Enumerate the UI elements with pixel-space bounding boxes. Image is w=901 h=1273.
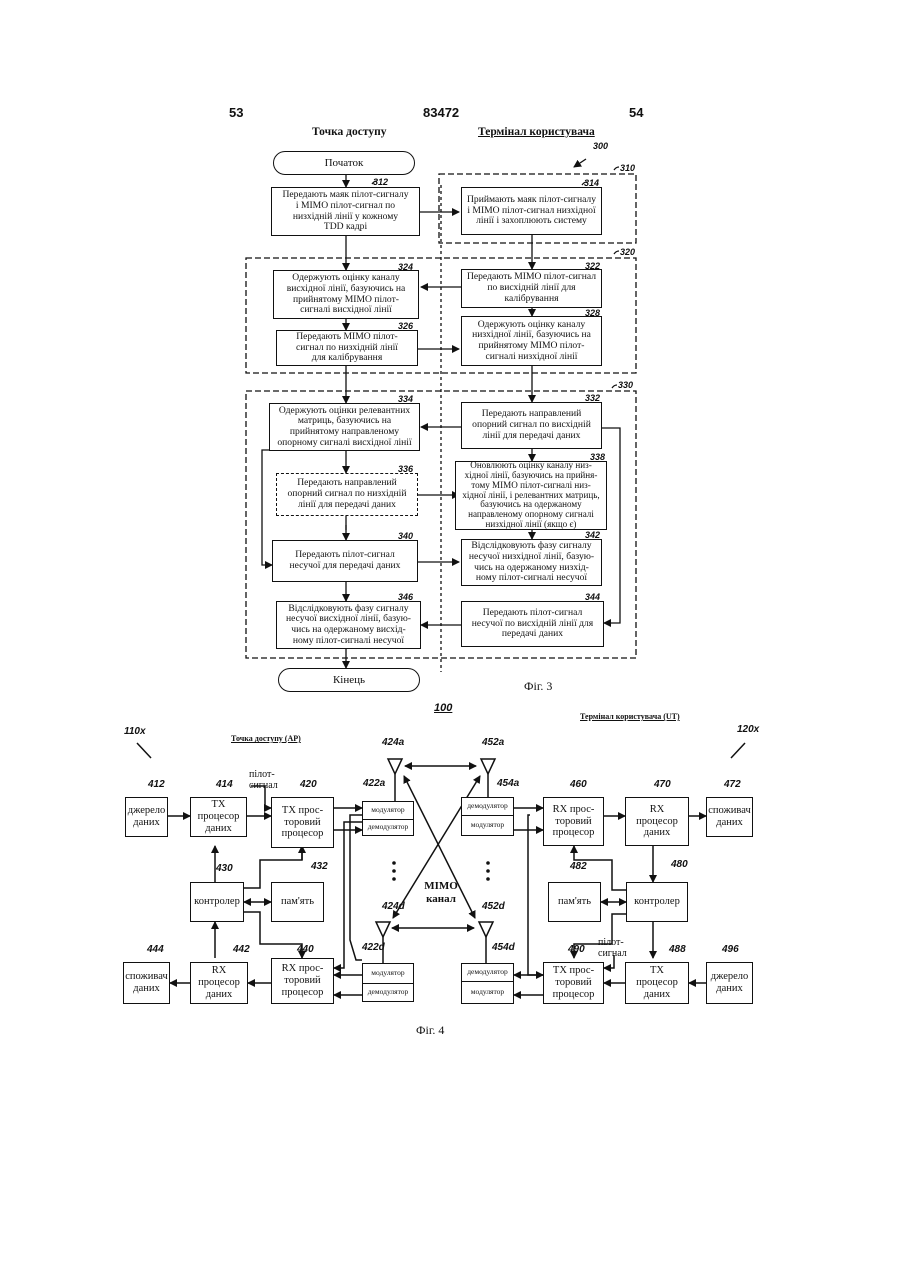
ref-320: 320 [620, 248, 635, 257]
ref-326: 326 [398, 322, 413, 331]
box-472-data-sink: споживач даних [706, 797, 753, 837]
ref-444: 444 [147, 945, 164, 955]
u422a-demodulator: демодулятор [362, 819, 414, 836]
ref-454d: 454d [492, 943, 515, 953]
u454d-demodulator: демодулятор [461, 963, 514, 982]
u454a-modulator: модулятор [461, 815, 514, 836]
u422d-demodulator: демодулятор [362, 983, 414, 1002]
box-440-rx-spatial-processor: RX прос- торовий процесор [271, 958, 334, 1004]
box-470-rx-data-processor: RX процесор даних [625, 797, 689, 846]
ref-120x: 120x [737, 725, 759, 735]
ref-330: 330 [618, 381, 633, 390]
ref-110x: 110x [124, 727, 146, 737]
box-326: Передають MIMO пілот- сигнал по низхідні… [276, 330, 418, 366]
box-340: Передають пілот-сигнал несучої для перед… [272, 540, 418, 582]
box-460-rx-spatial-processor: RX прос- торовий процесор [543, 797, 604, 846]
fig3-caption: Фіг. 3 [524, 680, 552, 692]
pilot-signal-left: пілот- сигнал [249, 770, 278, 791]
ref-314: 314 [584, 179, 599, 188]
ref-332: 332 [585, 394, 600, 403]
box-480-controller: контролер [626, 882, 688, 922]
u454a-demodulator: демодулятор [461, 797, 514, 816]
fig4-caption: Фіг. 4 [416, 1024, 444, 1036]
ref-322: 322 [585, 262, 600, 271]
box-432-memory: пам'ять [271, 882, 324, 922]
box-490-tx-spatial-processor: TX прос- торовий процесор [543, 962, 604, 1004]
ref-342: 342 [585, 531, 600, 540]
end-terminator: Кінець [278, 668, 420, 692]
ref-312: 312 [373, 178, 388, 187]
ap-label: Точка доступу (AP) [231, 735, 301, 743]
page-number-left: 53 [229, 106, 243, 119]
start-terminator: Початок [273, 151, 415, 175]
ref-340: 340 [398, 532, 413, 541]
ref-432: 432 [311, 862, 328, 872]
ref-420: 420 [300, 780, 317, 790]
ref-412: 412 [148, 780, 165, 790]
ref-328: 328 [585, 309, 600, 318]
fig3-column-access-point: Точка доступу [312, 127, 386, 139]
box-442-rx-data-processor: RX процесор даних [190, 962, 248, 1004]
ref-452a: 452a [482, 738, 504, 748]
ref-344: 344 [585, 593, 600, 602]
ref-430: 430 [216, 864, 233, 874]
fig3-column-user-terminal: Термінал користувача [478, 127, 595, 139]
ref-470: 470 [654, 780, 671, 790]
mimo-channel-label: MIMO канал [421, 880, 461, 905]
ut-label: Термінал користувача (UT) [580, 713, 680, 721]
box-412-data-source: джерело даних [125, 797, 168, 837]
ref-310: 310 [620, 164, 635, 173]
ref-338: 338 [590, 453, 605, 462]
ref-460: 460 [570, 780, 587, 790]
patent-number: 83472 [423, 106, 459, 119]
box-338: Оновлюють оцінку каналу низ- хідної ліні… [455, 461, 607, 530]
box-414-tx-data-processor: TX процесор даних [190, 797, 247, 837]
ref-452d: 452d [482, 902, 505, 912]
box-336: Передають направлений опорний сигнал по … [276, 473, 418, 516]
box-488-tx-data-processor: TX процесор даних [625, 962, 689, 1004]
box-334: Одержують оцінки релевантних матриць, ба… [269, 403, 420, 451]
ref-324: 324 [398, 263, 413, 272]
ref-454a: 454a [497, 779, 519, 789]
box-342: Відслідковують фазу сигналу несучої низх… [461, 539, 602, 586]
box-314: Приймають маяк пілот-сигналу і MIMO піло… [461, 187, 602, 235]
ref-336: 336 [398, 465, 413, 474]
ref-422a: 422a [363, 779, 385, 789]
ref-488: 488 [669, 945, 686, 955]
u454d-modulator: модулятор [461, 981, 514, 1004]
box-420-tx-spatial-processor: TX прос- торовий процесор [271, 797, 334, 848]
u422d-modulator: модулятор [362, 963, 414, 984]
box-312: Передають маяк пілот-сигналу і MIMO піло… [271, 187, 420, 236]
ref-346: 346 [398, 593, 413, 602]
box-482-memory: пам'ять [548, 882, 601, 922]
box-430-controller: контролер [190, 882, 244, 922]
ref-414: 414 [216, 780, 233, 790]
ref-422d: 422d [362, 943, 385, 953]
ref-424d: 424d [382, 902, 405, 912]
ref-480: 480 [671, 860, 688, 870]
ref-472: 472 [724, 780, 741, 790]
box-444-data-sink: споживач даних [123, 962, 170, 1004]
ref-482: 482 [570, 862, 587, 872]
page-number-right: 54 [629, 106, 643, 119]
ref-300: 300 [593, 142, 608, 151]
ref-334: 334 [398, 395, 413, 404]
ref-490: 490 [568, 945, 585, 955]
pilot-signal-right: пілот- сигнал [598, 938, 627, 959]
ref-424a: 424a [382, 738, 404, 748]
box-344: Передають пілот-сигнал несучої по висхід… [461, 601, 604, 647]
box-496-data-source: джерело даних [706, 962, 753, 1004]
ref-496: 496 [722, 945, 739, 955]
box-328: Одержують оцінку каналу низхідної лінії,… [461, 316, 602, 366]
box-322: Передають MIMO пілот-сигнал по висхідній… [461, 269, 602, 308]
ref-100: 100 [434, 703, 452, 714]
u422a-modulator: модулятор [362, 801, 414, 820]
box-346: Відслідковують фазу сигналу несучої висх… [276, 601, 421, 649]
box-324: Одержують оцінку каналу висхідної лінії,… [273, 270, 419, 319]
ref-440: 440 [297, 945, 314, 955]
box-332: Передають направлений опорний сигнал по … [461, 402, 602, 449]
ref-442: 442 [233, 945, 250, 955]
